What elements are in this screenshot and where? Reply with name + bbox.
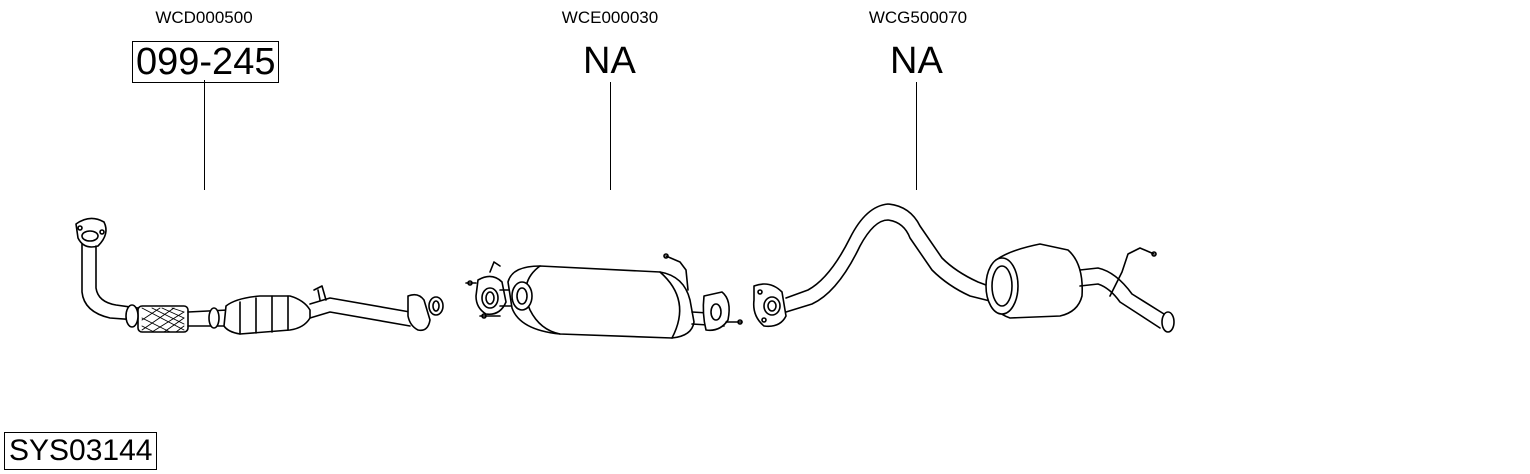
system-id-label: SYS03144 — [4, 432, 158, 470]
rear-silencer[interactable] — [752, 203, 1175, 333]
centre-silencer[interactable] — [465, 253, 743, 339]
front-pipe-catalyst[interactable] — [75, 217, 444, 335]
leader-line-1 — [204, 80, 205, 190]
part-number-1[interactable]: 099-245 — [132, 41, 280, 83]
leader-line-2 — [610, 82, 611, 190]
part-number-3[interactable]: NA — [890, 40, 943, 82]
component-code-2: WCE000030 — [561, 8, 659, 27]
leader-line-3 — [916, 82, 917, 190]
component-code-3: WCG500070 — [868, 8, 968, 27]
part-number-2[interactable]: NA — [583, 40, 636, 82]
component-code-1: WCD000500 — [155, 8, 253, 27]
